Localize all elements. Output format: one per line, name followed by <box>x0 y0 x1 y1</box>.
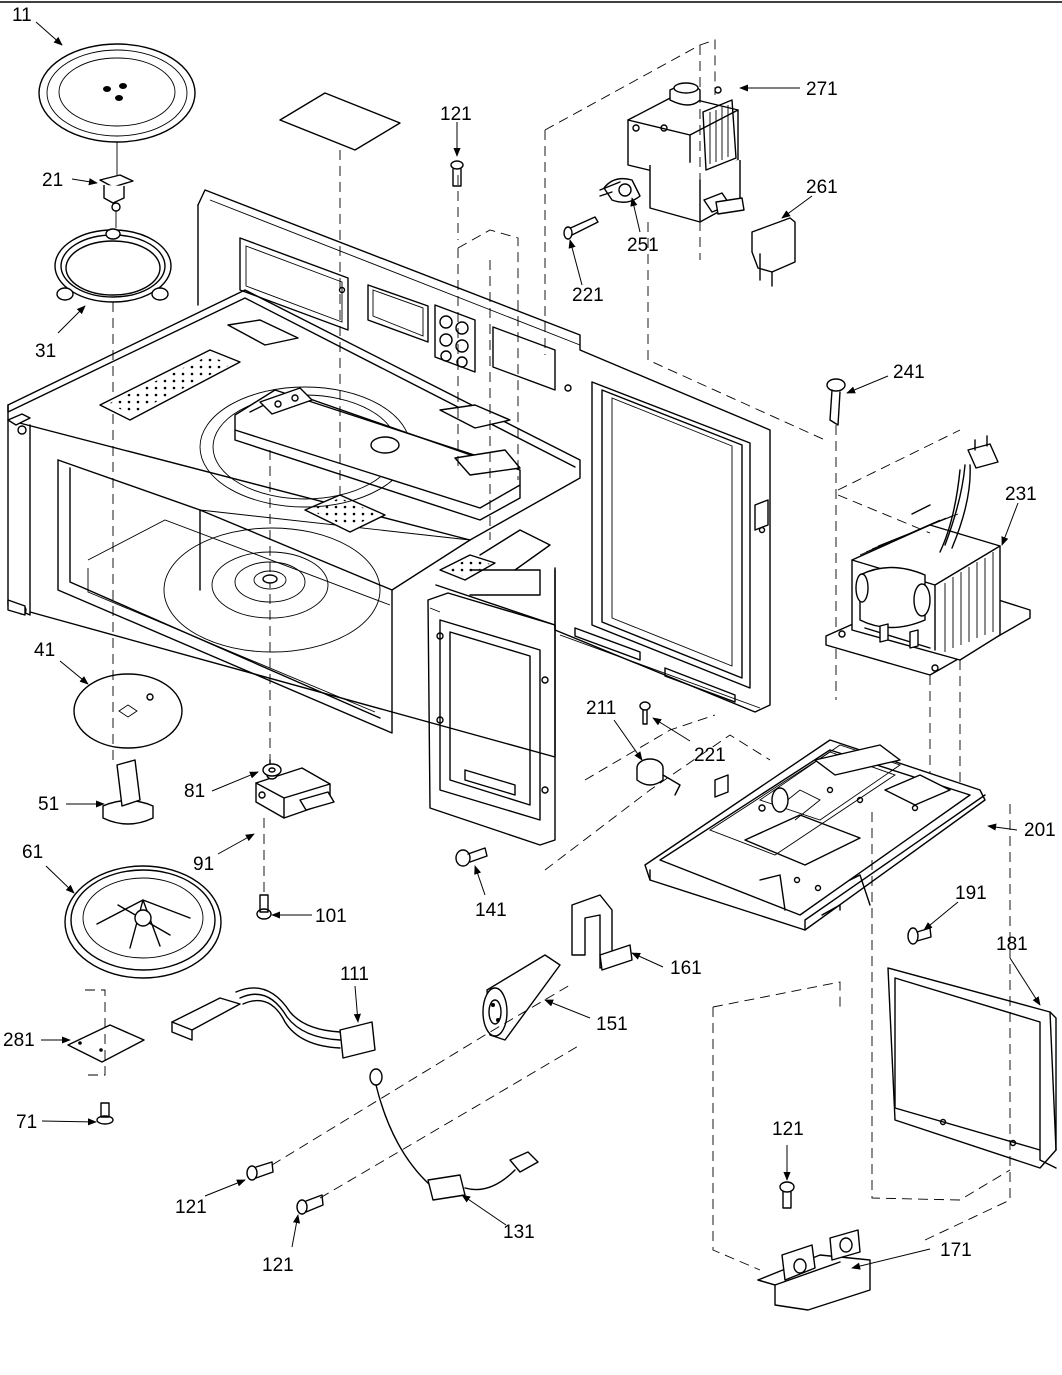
callout-221-lower: 221 <box>694 745 726 766</box>
callout-61: 61 <box>22 842 43 863</box>
callout-51: 51 <box>38 794 59 815</box>
callout-121-right: 121 <box>772 1119 804 1140</box>
thermostat-screw-lower <box>639 701 651 725</box>
screw-241 <box>826 378 846 426</box>
motor-screw <box>256 894 272 920</box>
screw-121-lower-right <box>779 1181 795 1209</box>
callout-71: 71 <box>16 1112 37 1133</box>
mounting-screw-small <box>96 1102 114 1125</box>
callout-11: 11 <box>12 5 32 26</box>
screw-121-top <box>450 160 464 187</box>
callout-201: 201 <box>1024 820 1056 841</box>
turntable-coupler <box>99 174 134 212</box>
high-voltage-transformer <box>825 435 1031 676</box>
callout-151: 151 <box>596 1014 628 1035</box>
callout-111: 111 <box>340 964 369 985</box>
screw-121-left-a <box>246 1161 274 1181</box>
callout-251: 251 <box>627 235 659 256</box>
callout-81: 81 <box>184 781 205 802</box>
motor-coupler <box>102 759 154 825</box>
callout-271: 271 <box>806 79 838 100</box>
bottom-plate <box>67 1024 145 1063</box>
control-bracket-frame <box>427 529 556 846</box>
callout-231: 231 <box>1005 484 1037 505</box>
callout-281: 281 <box>3 1030 35 1051</box>
callout-261: 261 <box>806 177 838 198</box>
callout-121-left-b: 121 <box>262 1255 294 1276</box>
cover-sheet <box>279 92 401 151</box>
callout-131: 131 <box>503 1222 535 1243</box>
callout-121-left-a: 121 <box>175 1197 207 1218</box>
callout-161: 161 <box>670 958 702 979</box>
bracket-171 <box>757 1229 871 1311</box>
waveguide-cover <box>199 386 521 521</box>
screw-121-left-b <box>296 1194 324 1215</box>
callout-211: 211 <box>586 698 616 719</box>
connector-cover <box>751 217 796 287</box>
callout-101: 101 <box>315 906 347 927</box>
callout-141: 141 <box>475 900 507 921</box>
capacitor-bracket <box>571 894 633 971</box>
callout-31: 31 <box>35 341 56 362</box>
callout-121-top: 121 <box>440 104 472 125</box>
callout-91: 91 <box>193 854 214 875</box>
thermostat-screw-upper <box>563 216 599 240</box>
turntable-tray <box>38 43 196 143</box>
base-plate <box>644 739 986 931</box>
ground-wire <box>369 1068 539 1201</box>
callout-171: 171 <box>940 1240 972 1261</box>
callout-181: 181 <box>996 934 1028 955</box>
callout-41: 41 <box>34 640 55 661</box>
callout-241: 241 <box>893 362 925 383</box>
callout-21: 21 <box>42 170 63 191</box>
drive-plate <box>73 673 183 749</box>
screw-141 <box>455 847 488 867</box>
callout-221-upper: 221 <box>572 285 604 306</box>
roller-ring <box>54 228 172 303</box>
lower-turntable-base <box>64 865 222 979</box>
motor-washer <box>262 763 282 777</box>
side-plate <box>887 967 1057 1169</box>
wire-harness <box>171 987 376 1059</box>
cavity-thermostat <box>636 758 681 796</box>
capacitor <box>482 954 561 1041</box>
callout-leaders <box>35 21 1041 1270</box>
screw-191 <box>907 927 932 945</box>
magnetron-thermostat <box>599 177 641 203</box>
callout-labels: 11 21 31 41 51 61 281 71 81 91 101 111 1… <box>3 5 1056 1276</box>
oven-cavity <box>7 289 581 758</box>
callout-191: 191 <box>955 883 987 904</box>
magnetron <box>627 82 745 223</box>
